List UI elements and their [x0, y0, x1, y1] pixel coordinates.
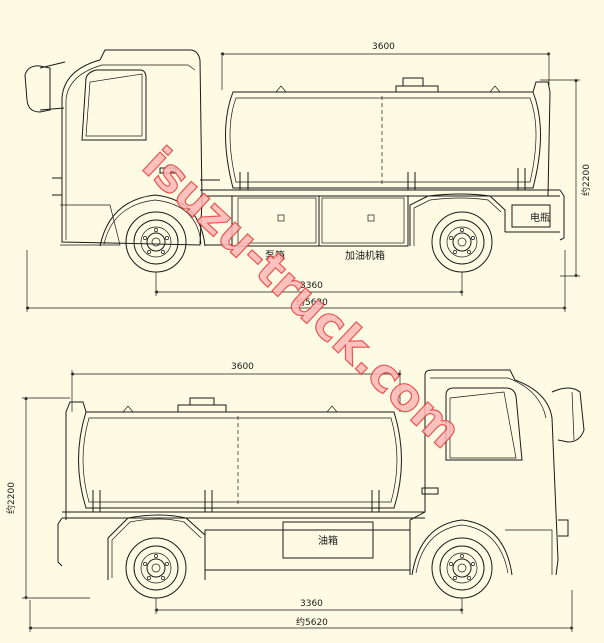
- front-wheel-bottom: [431, 537, 493, 599]
- dimension-tank-length-top: 3600: [220, 42, 551, 90]
- truck-top-view: 3600 约2200: [24, 42, 592, 312]
- truck-bottom-view: 3600 约2200: [5, 362, 585, 632]
- cabinets-top: 泵箱 加油机箱: [231, 195, 409, 262]
- rear-section-top: 电瓶: [409, 189, 565, 246]
- dimension-overall-bottom: 约5620: [28, 590, 574, 632]
- dimension-wheelbase-top: 3360: [154, 272, 464, 296]
- label-pump-box: 泵箱: [265, 249, 285, 262]
- chassis-frame-bottom: [57, 511, 425, 567]
- dim-label-3600-top: 3600: [372, 42, 395, 52]
- dim-label-3360-top: 3360: [300, 281, 323, 291]
- tank-top: [225, 77, 551, 197]
- tank-bottom: [65, 397, 402, 520]
- rear-wheel-bottom: [125, 537, 187, 599]
- front-wheel-top: [125, 211, 187, 273]
- dim-label-2200-top: 约2200: [580, 164, 592, 196]
- dimension-tank-length-bottom: 3600: [70, 362, 402, 412]
- dimension-wheelbase-bottom: 3360: [154, 598, 464, 614]
- rear-fender-bottom: [107, 514, 206, 580]
- dim-label-3600-bottom: 3600: [231, 362, 254, 372]
- watermark: isuzu-truck.com: [132, 137, 472, 459]
- cab-top: [24, 49, 220, 247]
- label-battery: 电瓶: [530, 211, 550, 224]
- dim-label-5620-top: 约5620: [296, 296, 328, 308]
- dimension-height-top: 约2200: [540, 78, 592, 278]
- dim-label-3360-bottom: 3360: [300, 599, 323, 609]
- dimension-overall-top: 约5620: [25, 250, 567, 312]
- dimension-height-bottom: 约2200: [5, 396, 90, 600]
- fuel-tank-bottom: 油箱: [204, 521, 411, 571]
- label-refuel-box: 加油机箱: [345, 249, 385, 262]
- dim-label-2200-bottom: 约2200: [5, 482, 17, 514]
- label-fuel-tank: 油箱: [318, 534, 338, 547]
- dim-label-5620-bottom: 约5620: [296, 616, 328, 628]
- rear-wheel-top: [431, 211, 493, 273]
- cab-bottom: [409, 369, 585, 576]
